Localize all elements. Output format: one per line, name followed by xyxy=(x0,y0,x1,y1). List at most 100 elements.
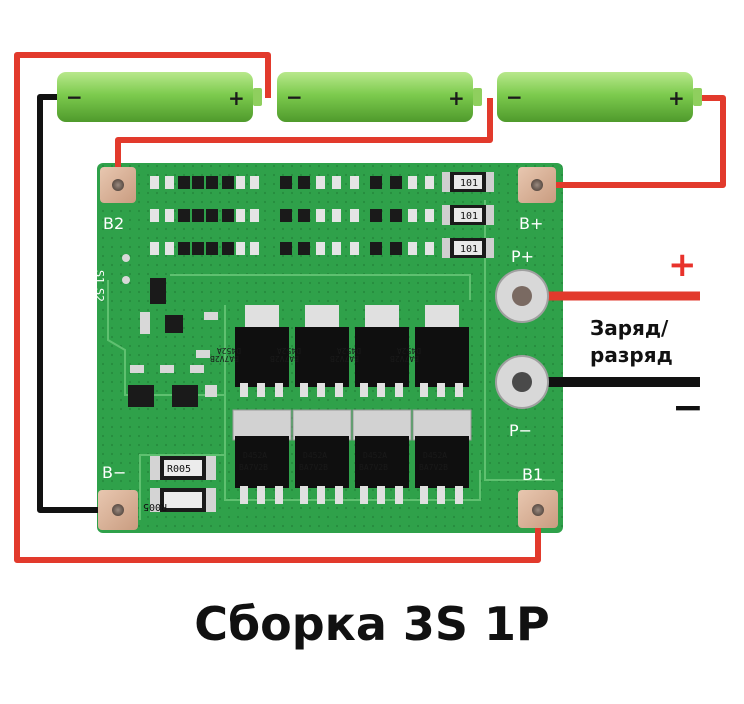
red-wires xyxy=(14,52,726,563)
pad-p-minus xyxy=(495,355,549,409)
resistor-101-c: 101 xyxy=(442,238,494,258)
label-s1: S1 xyxy=(93,270,106,284)
smd-component xyxy=(236,209,245,222)
smd-component xyxy=(298,242,310,255)
diagram-title: Сборка 3S 1P xyxy=(194,597,550,651)
smd-component xyxy=(206,242,218,255)
shunt-resistor-b: R005 xyxy=(143,488,216,512)
smd-component xyxy=(206,176,218,189)
smd-component xyxy=(222,209,234,222)
smd-component xyxy=(250,176,259,189)
test-point xyxy=(122,276,130,284)
battery-plus-label: + xyxy=(228,86,245,110)
smd-component xyxy=(370,176,382,189)
smd-component xyxy=(280,176,292,189)
smd-component xyxy=(150,209,159,222)
smd-component-rows xyxy=(150,176,434,255)
control-ic-cluster xyxy=(128,278,218,407)
mosfet-marking: D452A xyxy=(277,346,301,355)
battery-minus-label: − xyxy=(66,85,83,109)
output-label-line2: разряд xyxy=(590,343,673,367)
label-b-plus: B+ xyxy=(519,214,543,233)
mosfet-marking: D452A xyxy=(397,346,421,355)
wire-b-plus xyxy=(540,95,726,188)
output-plus-sign: + xyxy=(668,245,697,285)
wire-b-minus xyxy=(37,94,118,513)
pad-b-minus xyxy=(98,490,138,530)
mosfet-marking: D452A xyxy=(337,346,361,355)
smd-component xyxy=(206,209,218,222)
smd-component xyxy=(150,242,159,255)
smd-component xyxy=(222,176,234,189)
label-b-minus: B− xyxy=(102,463,126,482)
pad-b-plus xyxy=(518,167,556,203)
mosfet-marking: D452A xyxy=(217,346,241,355)
smd-component xyxy=(332,176,341,189)
mosfet-marking: D452A xyxy=(363,451,387,460)
smd-component xyxy=(236,176,245,189)
mosfet-marking: BA7V2B xyxy=(239,463,268,472)
battery-minus-label: − xyxy=(286,85,303,109)
label-b1: B1 xyxy=(522,465,543,484)
smd-component xyxy=(425,209,434,222)
battery-1: − + xyxy=(57,72,262,122)
mosfet-chip-icon: D452A BA7V2B xyxy=(292,409,352,504)
wire-b2 xyxy=(115,98,493,185)
smd-component xyxy=(370,209,382,222)
smd-component xyxy=(178,242,190,255)
smd-component xyxy=(370,242,382,255)
smd-component xyxy=(298,209,310,222)
smd-component xyxy=(408,242,417,255)
smd-component xyxy=(425,242,434,255)
resistor-101-b: 101 xyxy=(442,205,494,225)
smd-component xyxy=(390,209,402,222)
mosfet-marking: BA7V2B xyxy=(359,463,388,472)
pad-b1 xyxy=(518,490,558,528)
test-point xyxy=(122,254,130,262)
shunt-resistor-a: R005 xyxy=(150,456,216,480)
smd-component xyxy=(236,242,245,255)
smd-component xyxy=(316,209,325,222)
mosfet-marking: BA7V2B xyxy=(299,463,328,472)
mosfet-marking: D452A xyxy=(303,451,327,460)
smd-component xyxy=(408,176,417,189)
label-p-plus: P+ xyxy=(511,247,534,266)
smd-component xyxy=(165,176,174,189)
smd-component xyxy=(192,209,204,222)
mosfet-marking: BA7V2B xyxy=(210,354,239,363)
smd-component xyxy=(350,209,359,222)
smd-component xyxy=(192,242,204,255)
smd-component xyxy=(390,176,402,189)
label-b2: B2 xyxy=(103,214,124,233)
smd-component xyxy=(150,176,159,189)
resistor-label: 101 xyxy=(460,178,478,189)
mosfet-chip-icon: D452A BA7V2B xyxy=(352,409,412,504)
smd-component xyxy=(250,242,259,255)
resistor-label: 101 xyxy=(460,211,478,222)
smd-component xyxy=(178,209,190,222)
smd-component xyxy=(332,242,341,255)
mosfet-marking: BA7V2B xyxy=(330,354,359,363)
battery-2: − + xyxy=(277,72,482,122)
smd-component xyxy=(250,209,259,222)
resistor-label: 101 xyxy=(460,244,478,255)
battery-plus-label: + xyxy=(668,86,685,110)
label-s2: S2 xyxy=(93,288,106,302)
smd-component xyxy=(350,176,359,189)
black-wires xyxy=(37,94,700,513)
wire-b1 xyxy=(14,52,541,563)
smd-component xyxy=(222,242,234,255)
smd-component xyxy=(408,209,417,222)
mosfet-marking: D452A xyxy=(423,451,447,460)
battery-minus-label: − xyxy=(506,85,523,109)
smd-component xyxy=(332,209,341,222)
smd-component xyxy=(165,242,174,255)
pad-b2 xyxy=(100,167,136,203)
smd-component xyxy=(165,209,174,222)
shunt-label: R005 xyxy=(167,464,191,475)
